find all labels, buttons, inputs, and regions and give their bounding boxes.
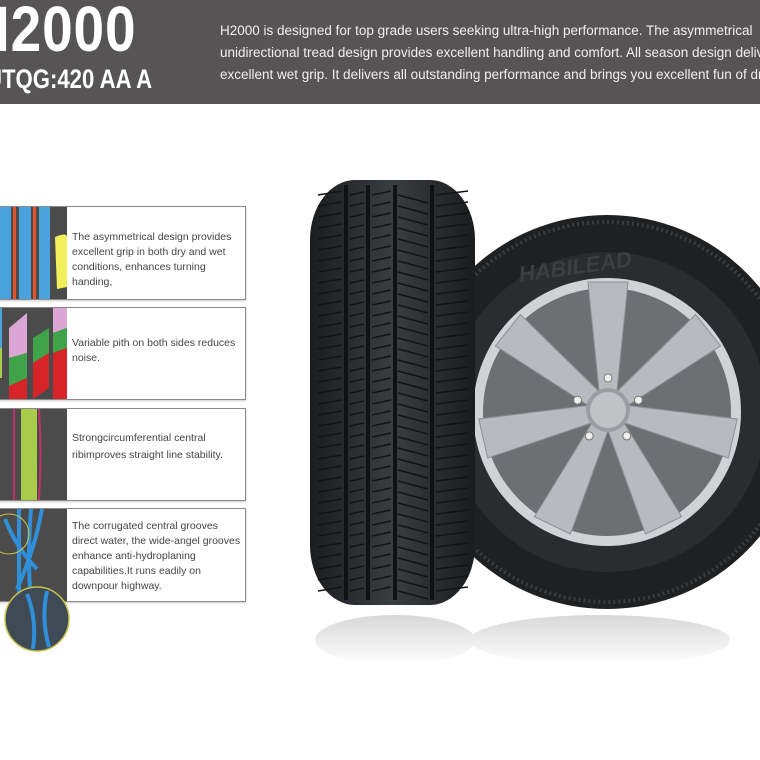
tread-groove: [317, 278, 469, 292]
tread-groove: [317, 586, 469, 600]
tread-groove: [317, 311, 469, 325]
feature-text: Strongcircumferential central ribimprove…: [72, 432, 223, 461]
tread-groove: [317, 333, 469, 347]
wheel-spoke: [494, 313, 599, 406]
feature-text: The asymmetrical design provides excelle…: [72, 231, 232, 288]
description-line: H2000 is designed for top grade users se…: [220, 23, 753, 38]
tread-groove: [317, 520, 469, 534]
tread-groove: [317, 300, 469, 314]
tread-groove: [317, 476, 469, 490]
tread-groove: [317, 531, 469, 545]
feature-card-water-grooves: The corrugated central grooves direct wa…: [0, 508, 246, 652]
wheel-spoke: [617, 313, 722, 406]
tread-groove: [317, 465, 469, 479]
product-description: H2000 is designed for top grade users se…: [220, 20, 760, 86]
side-tire-with-wheel: HABILEAD: [410, 215, 760, 609]
tread-groove: [317, 399, 469, 413]
tread-groove: [317, 509, 469, 523]
feature-text: Variable pith on both sides reduces nois…: [72, 337, 236, 364]
wheel-spoke: [624, 405, 738, 459]
tread-groove: [317, 388, 469, 402]
header-banner: H2000 UTQG:420 AA A H2000 is designed fo…: [0, 0, 760, 104]
feature-card-central-rib: Strongcircumferential central ribimprove…: [0, 408, 246, 501]
tread-groove: [317, 267, 469, 281]
tread-groove: [317, 432, 469, 446]
tread-groove: [317, 498, 469, 512]
wheel-spoke: [587, 281, 629, 391]
lug-nut: [622, 431, 632, 441]
lug-nut: [603, 373, 613, 383]
tread-groove: [317, 212, 469, 226]
lug-nut: [584, 431, 594, 441]
tread-groove: [317, 575, 469, 589]
tread-groove: [317, 223, 469, 237]
description-line: unidirectional tread design provides exc…: [220, 45, 760, 60]
utqg-rating: UTQG:420 AA A: [0, 64, 153, 94]
tread-water-grooves-diagram-icon: [0, 508, 70, 652]
tread-groove: [317, 410, 469, 424]
tread-groove: [317, 553, 469, 567]
tread-groove: [317, 487, 469, 501]
feature-card-asymmetric: The asymmetrical design provides excelle…: [0, 206, 246, 300]
tread-groove: [317, 256, 469, 270]
tread-groove: [317, 234, 469, 248]
front-tire-reflection: [315, 615, 475, 665]
tread-groove: [317, 564, 469, 578]
wheel-spokes: [478, 281, 738, 535]
model-name: H2000: [0, 0, 137, 65]
tread-groove: [317, 190, 469, 204]
tread-groove: [317, 366, 469, 380]
lug-nut: [573, 395, 583, 405]
feature-text: The corrugated central grooves direct wa…: [72, 520, 241, 592]
wheel-spoke: [607, 423, 683, 535]
tread-groove: [317, 542, 469, 556]
tread-groove: [317, 355, 469, 369]
description-line: excellent wet grip. It delivers all outs…: [220, 67, 760, 82]
lug-nut: [633, 395, 643, 405]
wheel-spoke: [533, 423, 609, 535]
front-tire-tread: [310, 180, 475, 605]
tread-groove: [317, 454, 469, 468]
tread-groove: [317, 344, 469, 358]
tread-asymmetric-diagram-icon: [0, 207, 67, 299]
feature-card-variable-pitch: Variable pith on both sides reduces nois…: [0, 307, 246, 400]
tread-central-rib-diagram-icon: [0, 409, 67, 500]
tread-groove: [317, 201, 469, 215]
sidewall-brand: HABILEAD: [517, 246, 633, 287]
tread-groove: [317, 322, 469, 336]
tread-groove: [317, 377, 469, 391]
tread-pitch-diagram-icon: [0, 308, 67, 399]
tread-groove: [317, 245, 469, 259]
tread-groove: [317, 421, 469, 435]
tread-groove: [317, 289, 469, 303]
wheel-spoke: [478, 405, 592, 459]
tread-groove: [317, 443, 469, 457]
side-tire-reflection: [470, 615, 730, 665]
